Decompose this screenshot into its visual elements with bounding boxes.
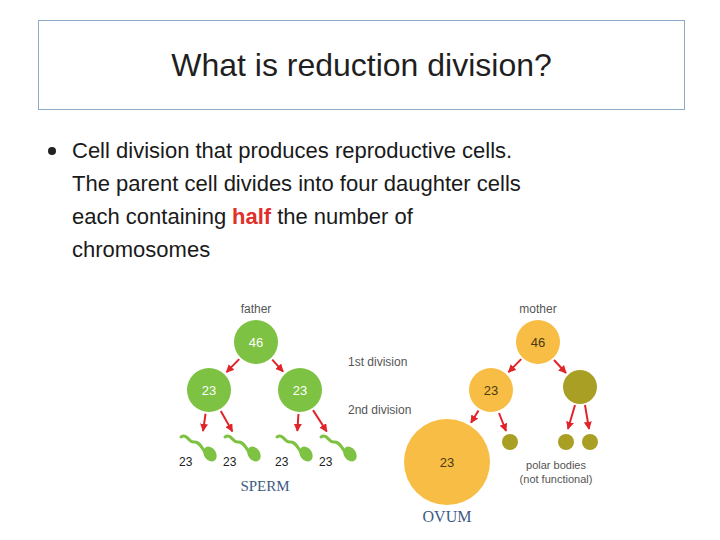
daughter-cell: 23 [278,368,322,412]
sperm-head [340,444,359,464]
sperm-cell: 23 [178,434,222,470]
division-arrow [313,410,327,431]
polar-body [558,434,574,450]
bullet-dot [48,147,56,155]
chromosome-count: 46 [531,335,545,350]
sperm-tail [277,436,301,452]
emphasis-word: half [232,204,271,229]
daughter-cell: 23 [187,368,231,412]
first-polar-body [563,370,597,404]
chromosome-count: 23 [223,455,236,470]
chromosome-count: 23 [293,383,307,398]
sperm-tail [321,436,345,452]
division-arrow [221,411,233,431]
division-arrow [554,360,566,373]
sperm-cell: 23 [274,434,318,470]
father-cell: father46 [234,320,278,364]
sperm-head [244,444,263,464]
bullet-text: Cell division that produces reproductive… [72,134,550,266]
sperm-tail [225,436,249,452]
ovum-cell: 23OVUM [404,419,490,505]
division-arrow [272,360,283,372]
polar-body [502,434,518,450]
sperm-cell: 23 [318,434,362,470]
sperm-tail [181,436,205,452]
parent-label: mother [519,302,556,316]
mother-cell: mother46 [516,320,560,364]
division-arrow [568,405,575,429]
division-arrow [226,359,239,372]
division-arrow [203,414,206,431]
sperm-cell: 23 [222,434,266,470]
division-arrow [508,359,521,372]
sperm-head [296,444,315,464]
division-arrow [297,414,298,431]
stage-label: 1st division [348,355,407,369]
chromosome-count: 23 [440,455,454,470]
slide-title: What is reduction division? [171,47,552,84]
parent-label: father [241,302,272,316]
chromosome-count: 23 [179,455,192,470]
chromosome-count: 23 [319,455,332,470]
chromosome-count: 23 [275,455,288,470]
division-arrow [585,405,589,429]
stage-label: 2nd division [348,403,411,417]
ovum-label: OVUM [423,508,472,526]
division-arrow [499,413,506,431]
polar-body [582,434,598,450]
daughter-cell: 23 [469,368,513,412]
title-box: What is reduction division? [38,20,685,110]
division-arrow [471,410,478,422]
chromosome-count: 46 [249,335,263,350]
group-label: SPERM [240,478,289,495]
chromosome-count: 23 [202,383,216,398]
polar-bodies-label: polar bodies (not functional) [516,458,596,486]
sperm-head [200,444,219,464]
chromosome-count: 23 [484,383,498,398]
